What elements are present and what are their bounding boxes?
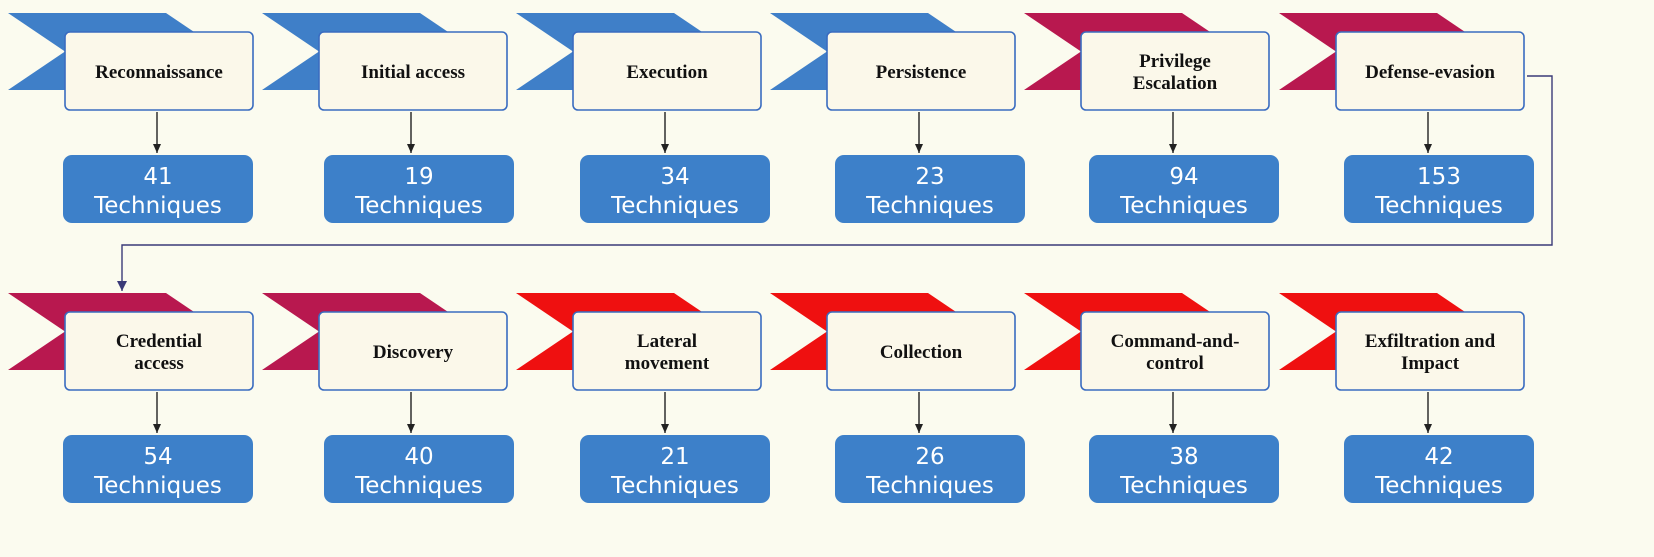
technique-count-box <box>1089 435 1279 503</box>
technique-unit-label: Techniques <box>93 193 222 219</box>
tactic-label: Execution <box>626 62 708 83</box>
technique-unit-label: Techniques <box>93 473 222 499</box>
tactic-label: movement <box>625 353 710 374</box>
technique-count-box <box>580 155 770 223</box>
technique-unit-label: Techniques <box>610 193 739 219</box>
tactic-label: Discovery <box>373 342 454 363</box>
tactic-box <box>318 31 508 111</box>
tactic-label: Defense-evasion <box>1365 62 1495 83</box>
technique-count: 26 <box>915 444 944 470</box>
tactic-label: Collection <box>880 342 963 363</box>
technique-count-box <box>1344 155 1534 223</box>
technique-count-box <box>835 155 1025 223</box>
tactic-label: Privilege <box>1139 51 1211 72</box>
technique-count: 38 <box>1169 444 1198 470</box>
technique-count: 34 <box>660 164 689 190</box>
technique-unit-label: Techniques <box>865 473 994 499</box>
technique-count-box <box>1344 435 1534 503</box>
technique-unit-label: Techniques <box>1374 193 1503 219</box>
technique-unit-label: Techniques <box>354 193 483 219</box>
technique-count: 21 <box>660 444 689 470</box>
technique-count: 41 <box>143 164 172 190</box>
technique-count: 42 <box>1424 444 1453 470</box>
tactic-box <box>572 31 762 111</box>
technique-count-box <box>63 435 253 503</box>
technique-unit-label: Techniques <box>1374 473 1503 499</box>
technique-count-box <box>324 155 514 223</box>
technique-count-box <box>324 435 514 503</box>
tactic-box <box>1080 31 1270 111</box>
tactic-label: Lateral <box>637 331 697 352</box>
tactic-box <box>64 31 254 111</box>
technique-count: 54 <box>143 444 172 470</box>
tactic-box <box>318 311 508 391</box>
tactic-label: Reconnaissance <box>95 62 223 83</box>
tactic-box <box>64 311 254 391</box>
tactic-box <box>826 31 1016 111</box>
technique-count-box <box>63 155 253 223</box>
technique-count: 40 <box>404 444 433 470</box>
tactic-label: access <box>134 353 184 374</box>
technique-unit-label: Techniques <box>1119 473 1248 499</box>
tactic-label: Impact <box>1401 353 1460 374</box>
technique-count-box <box>835 435 1025 503</box>
technique-count: 94 <box>1169 164 1198 190</box>
technique-count-box <box>1089 155 1279 223</box>
tactic-label: Credential <box>116 331 202 352</box>
tactic-label: Exfiltration and <box>1365 331 1496 352</box>
tactic-label: control <box>1146 353 1204 374</box>
technique-unit-label: Techniques <box>1119 193 1248 219</box>
tactic-label: Escalation <box>1133 73 1218 94</box>
tactic-box <box>1080 311 1270 391</box>
tactic-label: Command-and- <box>1111 331 1240 352</box>
tactic-label: Persistence <box>876 62 967 83</box>
tactic-label: Initial access <box>361 62 465 83</box>
technique-count-box <box>580 435 770 503</box>
technique-count: 153 <box>1417 164 1461 190</box>
technique-count: 19 <box>404 164 433 190</box>
technique-unit-label: Techniques <box>610 473 739 499</box>
technique-unit-label: Techniques <box>354 473 483 499</box>
tactic-box <box>826 311 1016 391</box>
technique-count: 23 <box>915 164 944 190</box>
tactic-box <box>1335 31 1525 111</box>
technique-unit-label: Techniques <box>865 193 994 219</box>
tactic-box <box>1335 311 1525 391</box>
tactic-box <box>572 311 762 391</box>
row-wrap-connector <box>117 75 1553 291</box>
